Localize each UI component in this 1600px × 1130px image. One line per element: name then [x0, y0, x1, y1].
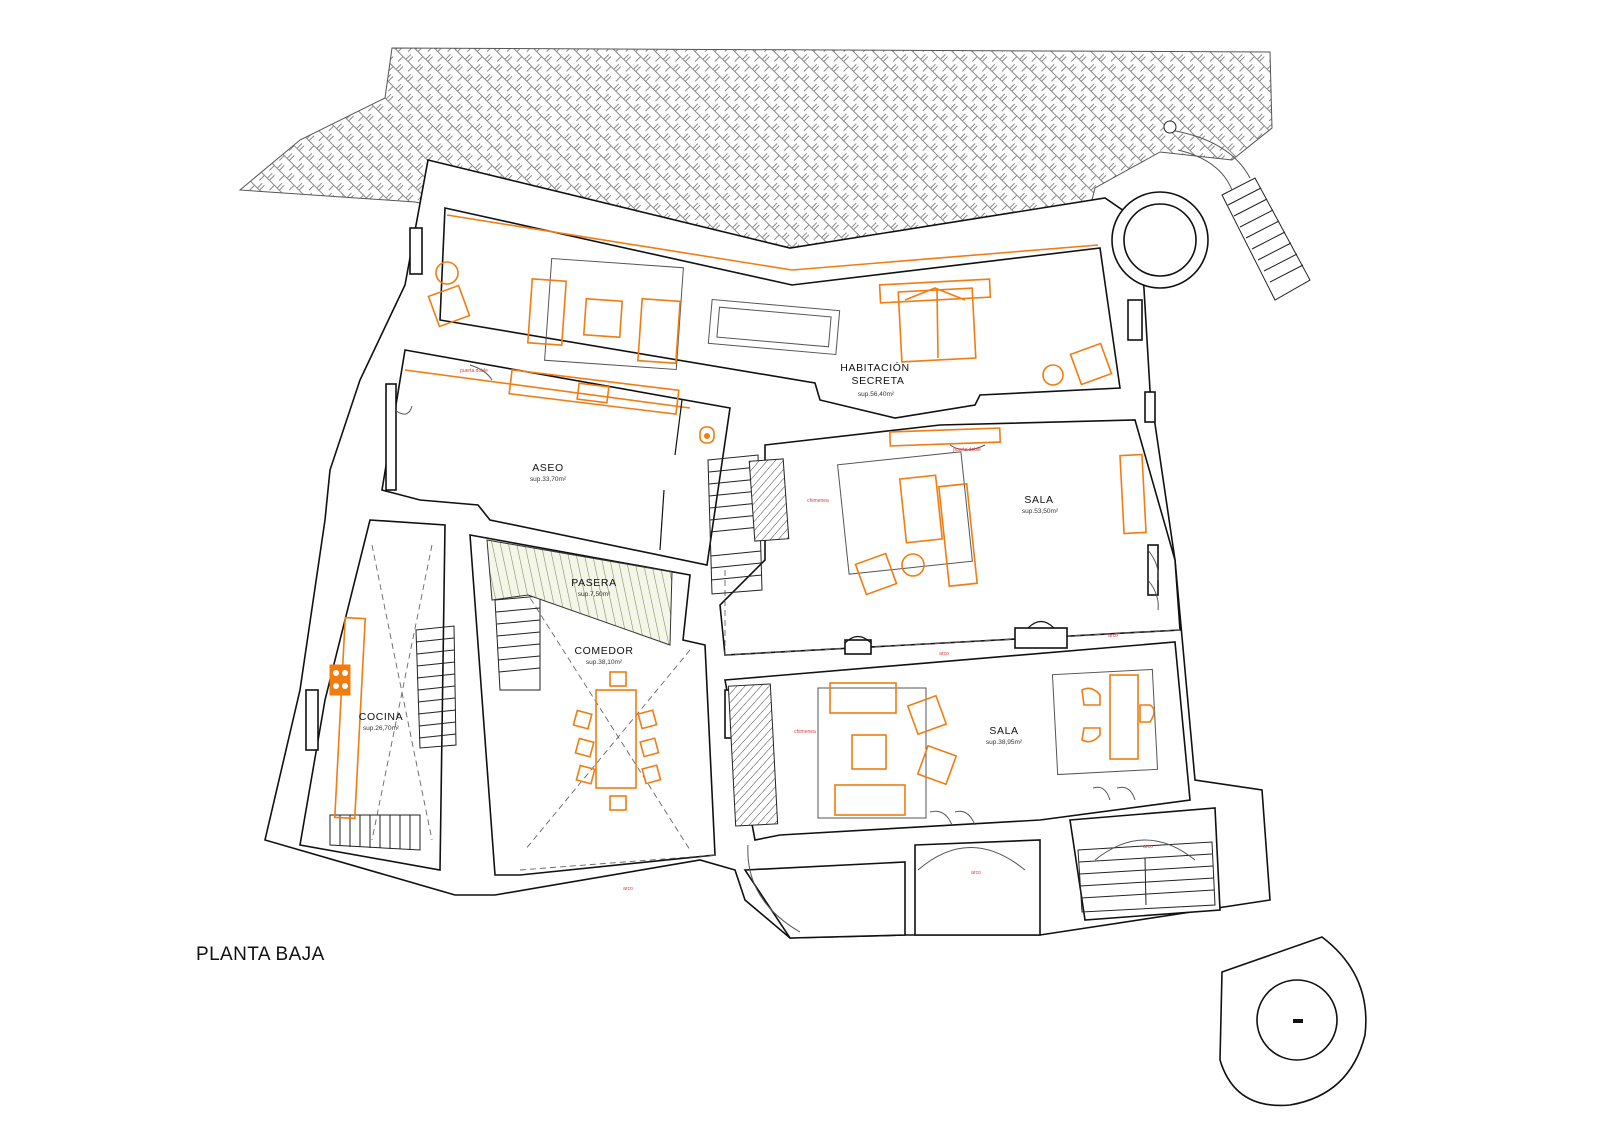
- habitacion-label-2: SECRETA: [851, 375, 904, 387]
- armchair-icon: [916, 744, 958, 786]
- note-arco-5: arco: [939, 651, 949, 657]
- habitacion-label-1: HABITACIÓN: [840, 361, 909, 374]
- sofa-icon: [829, 682, 906, 816]
- note-arco-4: arco: [623, 886, 633, 892]
- armchair-icon: [1069, 342, 1113, 386]
- doors: [394, 364, 1196, 933]
- round-chair-icon: [1042, 364, 1064, 386]
- well-icon: [1219, 936, 1367, 1107]
- spiral-stair-icon: [1163, 120, 1311, 301]
- armchair-icon: [854, 552, 898, 596]
- note-puerta-1: puerta doble: [460, 368, 488, 374]
- comedor-area: sup.38,10m²: [586, 659, 623, 666]
- staircases: [329, 120, 1311, 913]
- note-arco-1: arco: [1108, 633, 1118, 639]
- bed-icon: [878, 278, 992, 363]
- sala-1-label: SALA: [1024, 494, 1053, 506]
- plan-title: PLANTA BAJA: [196, 944, 325, 965]
- furniture: [329, 214, 1159, 820]
- note-chimenea-2: chimenea: [794, 729, 816, 735]
- habitacion-area: sup.56,40m²: [858, 391, 895, 398]
- stove-icon: [329, 664, 351, 696]
- note-arco-2: arco: [971, 870, 981, 876]
- round-chair-icon: [435, 261, 459, 285]
- note-chimenea-1: chimenea: [807, 498, 829, 504]
- comedor-label: COMEDOR: [574, 645, 633, 657]
- pasera-floor: [486, 539, 673, 646]
- red-notes: puerta doble puerta doble chimenea chime…: [460, 368, 1153, 892]
- aseo-area: sup.33,70m²: [530, 476, 567, 483]
- aseo-label: ASEO: [532, 462, 564, 474]
- round-chair-icon: [901, 553, 925, 577]
- chimneys: [727, 458, 790, 827]
- pasera-label: PASERA: [571, 577, 616, 589]
- armchair-icon: [1081, 687, 1155, 743]
- sofa-icon: [526, 257, 684, 371]
- ceiling-lines: [371, 544, 1181, 871]
- note-arco-3: arco: [1143, 844, 1153, 850]
- note-puerta-2: puerta doble: [953, 447, 981, 453]
- cocina-label: COCINA: [359, 711, 403, 723]
- armchair-icon: [427, 284, 471, 328]
- sala-1-area: sup.53,50m²: [1022, 508, 1059, 515]
- toilet-icon: [699, 426, 715, 444]
- cocina-area: sup.26,70m²: [363, 725, 400, 732]
- sala-2-area: sup.38,95m²: [986, 739, 1023, 746]
- room-labels: HABITACIÓN SECRETA sup.56,40m² ASEO sup.…: [359, 361, 1059, 746]
- pasera-area: sup.7,50m²: [578, 591, 611, 598]
- building-walls: [264, 159, 1271, 939]
- sala-2-label: SALA: [989, 725, 1018, 737]
- armchair-icon: [906, 694, 948, 736]
- sofa-icon: [898, 474, 979, 588]
